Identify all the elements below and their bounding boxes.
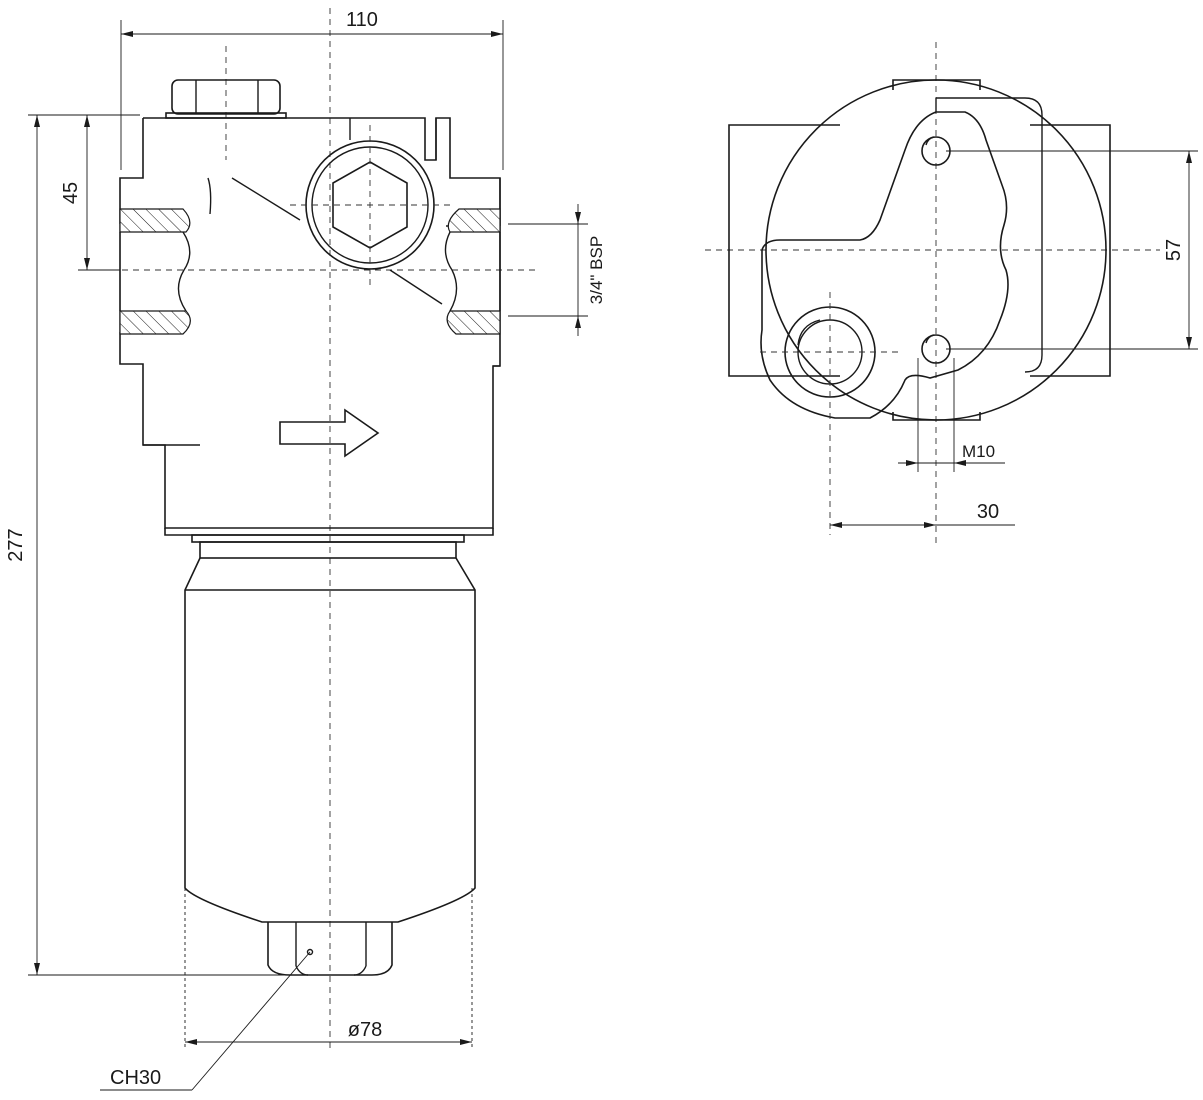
dim-diameter-label: ø78	[348, 1019, 382, 1041]
dim-bolt-m10: M10	[898, 358, 1005, 472]
filter-bowl	[184, 557, 476, 923]
left-port-section	[119, 208, 191, 335]
dim-width-110: 110	[120, 9, 504, 170]
front-port-boss	[290, 125, 450, 285]
dim-thread-size: 3/4" BSP	[508, 204, 606, 336]
front-view: 110 45 277 3/4" BSP	[5, 8, 606, 1091]
callout-hex-label: CH30	[110, 1067, 161, 1089]
bottom-plug-outline	[892, 412, 981, 421]
dim-total-height-277: 277	[5, 114, 290, 976]
dim-width-label: 110	[346, 9, 378, 31]
outlet-port	[760, 292, 900, 535]
dim-offset-30: 30	[830, 501, 1015, 528]
dim-thread-label: 3/4" BSP	[587, 236, 606, 304]
callout-hex-size: CH30	[100, 951, 311, 1091]
top-view: 57 M10 30	[705, 42, 1198, 548]
dim-port-height-label: 45	[60, 182, 82, 204]
dim-diameter-78: ø78	[184, 888, 473, 1050]
dim-hole-spacing-label: 57	[1163, 239, 1185, 261]
mounting-bracket	[760, 111, 1009, 419]
left-port-boss	[728, 124, 840, 377]
dim-hole-spacing-57: 57	[946, 150, 1198, 350]
bowl-neck-ring	[164, 528, 494, 559]
top-hex-plug	[165, 79, 287, 119]
dim-bolt-label: M10	[962, 442, 995, 461]
right-port-boss	[1030, 124, 1111, 377]
dim-offset-label: 30	[977, 501, 999, 523]
flow-direction-arrow	[279, 408, 380, 458]
dim-total-height-label: 277	[5, 528, 27, 561]
top-plug-outline	[892, 79, 981, 90]
dim-port-height-45: 45	[60, 114, 140, 271]
right-port-section	[444, 208, 501, 335]
